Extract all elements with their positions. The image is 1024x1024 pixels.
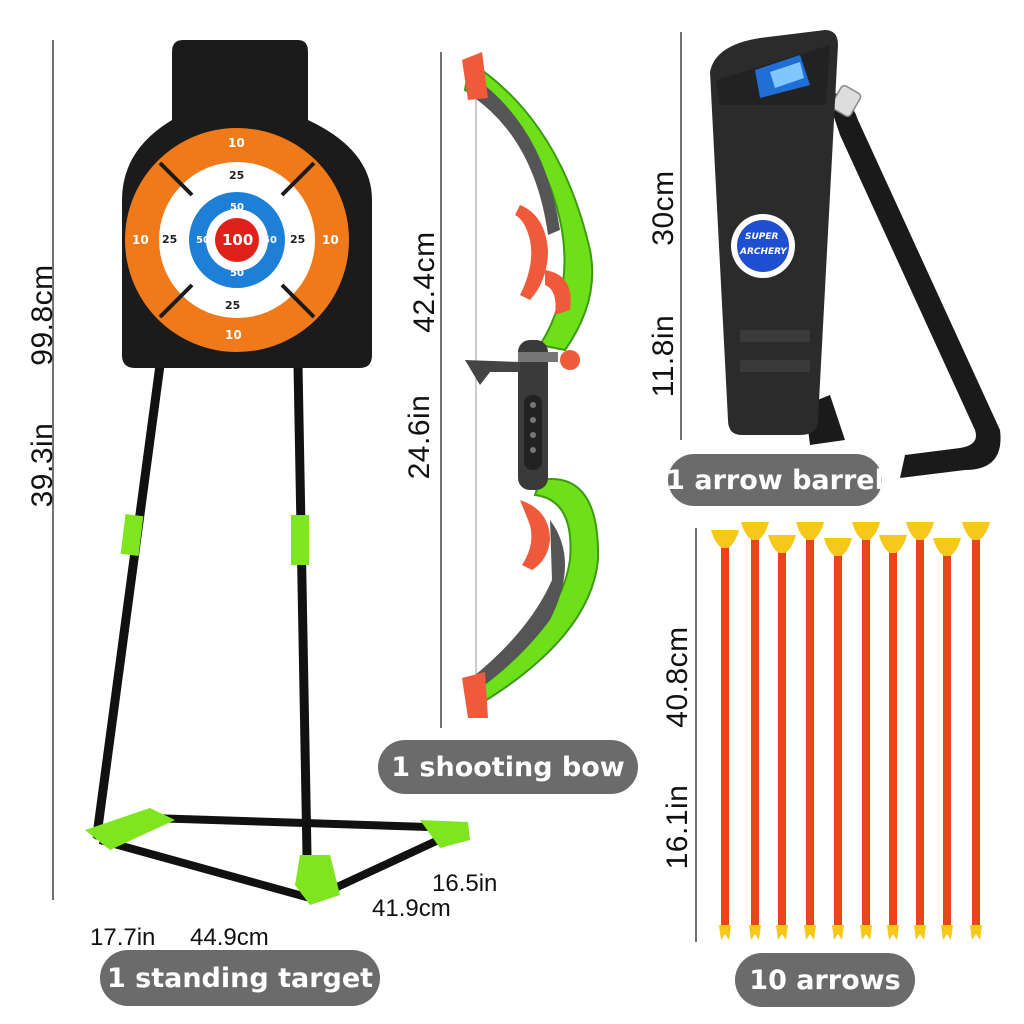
suction-cup (906, 522, 934, 540)
arrow (852, 522, 880, 940)
score-inner-left: 50 (196, 235, 210, 246)
score-outer-bottom: 10 (225, 328, 242, 342)
arrow-shaft (834, 552, 842, 925)
base-depth-in: 16.5in (432, 870, 498, 897)
arrow-nock (719, 925, 731, 940)
score-middle-left: 25 (162, 233, 178, 246)
arrow (879, 535, 907, 940)
arrow (796, 522, 824, 940)
arrow-nock (832, 925, 844, 940)
base-width-in: 17.7in (90, 924, 156, 951)
arrows-length-in: 16.1in (661, 784, 694, 870)
score-outer-left: 10 (132, 233, 149, 247)
arrow (741, 522, 769, 940)
arrow-nock (860, 925, 872, 940)
score-center: 100 (222, 231, 254, 249)
suction-cup (879, 535, 907, 553)
suction-cup (933, 538, 961, 556)
base-depth-cm: 41.9cm (372, 895, 451, 922)
arrow (933, 538, 961, 940)
suction-cup (768, 535, 796, 553)
score-outer-right: 10 (322, 233, 339, 247)
suction-cup (824, 538, 852, 556)
arrow-shaft (721, 544, 729, 925)
arrow-shaft (916, 536, 924, 925)
score-inner-bottom: 50 (230, 268, 244, 279)
arrow-shaft (862, 536, 870, 925)
arrow-nock (804, 925, 816, 940)
target-label-pill: 1 standing target (100, 950, 380, 1006)
arrow-shaft (778, 549, 786, 925)
arrow-nock (887, 925, 899, 940)
arrow (768, 535, 796, 940)
arrow-nock (776, 925, 788, 940)
arrow (906, 522, 934, 940)
suction-cup (852, 522, 880, 540)
arrow-shaft (943, 552, 951, 925)
arrow-shaft (889, 549, 897, 925)
arrow-shaft (751, 536, 759, 925)
arrow (824, 538, 852, 940)
suction-cup (711, 530, 739, 548)
score-middle-bottom: 25 (225, 299, 241, 312)
arrow-nock (941, 925, 953, 940)
arrow-nock (914, 925, 926, 940)
arrow (711, 530, 739, 940)
suction-cup (796, 522, 824, 540)
score-inner-top: 50 (230, 202, 244, 213)
arrow-nock (970, 925, 982, 940)
arrow-shaft (806, 536, 814, 925)
score-inner-right: 50 (263, 235, 277, 246)
quiver-label-pill: 1 arrow barrel (666, 454, 884, 506)
arrow-nock (749, 925, 761, 940)
score-middle-right: 25 (290, 233, 306, 246)
logo-text-line2: ARCHERY (740, 247, 787, 257)
arrow-shaft (972, 536, 980, 925)
bow-label-pill: 1 shooting bow (378, 740, 638, 794)
target-stand (85, 360, 470, 905)
arrows-label-pill: 10 arrows (735, 953, 915, 1007)
arrow (962, 522, 990, 940)
base-width-cm: 44.9cm (190, 924, 269, 951)
suction-cup (741, 522, 769, 540)
score-outer-top: 10 (228, 136, 245, 150)
score-middle-top: 25 (229, 169, 245, 182)
logo-text-line1: SUPER (745, 232, 779, 242)
arrows-length-cm: 40.8cm (661, 626, 694, 728)
suction-cup (962, 522, 990, 540)
